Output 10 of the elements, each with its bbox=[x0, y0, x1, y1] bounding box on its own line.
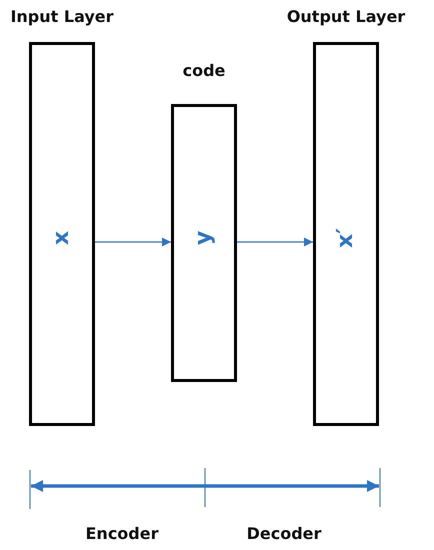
layer-heading: Input Layer bbox=[10, 7, 114, 26]
layer-heading: code bbox=[182, 61, 226, 80]
variable-symbol: y bbox=[193, 230, 215, 246]
variable-symbol: x′ bbox=[335, 228, 357, 248]
arrow bbox=[95, 238, 171, 246]
arrow bbox=[237, 238, 313, 246]
variable-symbol: x bbox=[51, 230, 73, 246]
layer-heading: Output Layer bbox=[286, 7, 406, 26]
stage-label: Encoder bbox=[86, 524, 158, 543]
stage-label: Decoder bbox=[246, 524, 322, 543]
